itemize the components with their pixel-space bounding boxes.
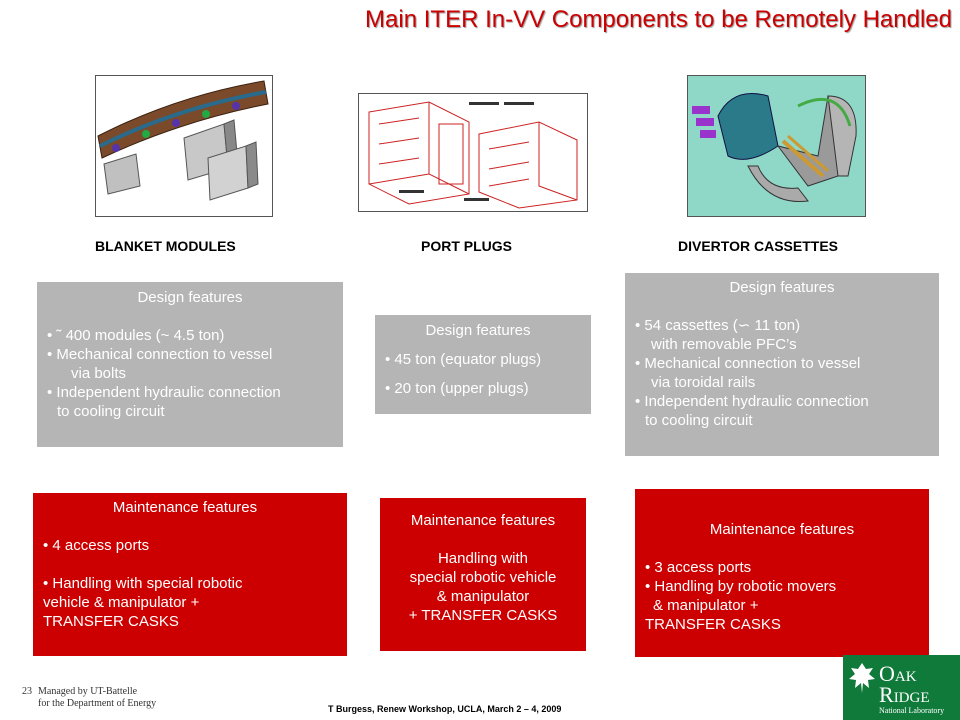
logo-line-ridge: RIDGE (879, 682, 930, 708)
caption-blanket-modules: BLANKET MODULES (95, 238, 236, 254)
footer-citation: T Burgess, Renew Workshop, UCLA, March 2… (328, 704, 562, 714)
maintenance-line: vehicle & manipulator + (43, 594, 200, 611)
maintenance-features-port-plugs: Maintenance features Handling with speci… (380, 498, 586, 651)
page-title: Main ITER In-VV Components to be Remotel… (365, 6, 952, 33)
design-line: • 54 cassettes (∽ 11 ton) (635, 317, 801, 334)
maintenance-line: + TRANSFER CASKS (408, 607, 558, 624)
design-line: • Mechanical connection to vessel (635, 355, 861, 372)
design-line: via toroidal rails (651, 374, 756, 391)
maintenance-line: TRANSFER CASKS (43, 613, 179, 630)
logo-ridge-rest: IDGE (893, 690, 930, 706)
design-line: via bolts (71, 365, 127, 382)
maintenance-line: TRANSFER CASKS (645, 616, 781, 633)
design-line: to cooling circuit (57, 403, 165, 420)
managed-by-text: Managed by UT-Battelle (38, 686, 138, 697)
design-features-heading: Design features (425, 322, 531, 339)
logo-line-oak: OAK (879, 661, 917, 687)
maintenance-features-heading: Maintenance features (410, 512, 556, 529)
maintenance-line: • 4 access ports (43, 537, 150, 554)
maintenance-line: • 3 access ports (645, 559, 752, 576)
caption-divertor-cassettes: DIVERTOR CASSETTES (678, 238, 838, 254)
logo-national-laboratory: National Laboratory (879, 706, 945, 715)
maintenance-line: • Handling by robotic movers (645, 578, 837, 595)
design-line: with removable PFC’s (651, 336, 797, 353)
logo-ridge-initial: R (879, 682, 894, 707)
design-features-blanket: Design features • ˜ 400 modules (~ 4.5 t… (37, 282, 343, 447)
port-plugs-image (358, 93, 588, 212)
design-line: • 45 ton (equator plugs) (385, 351, 542, 368)
logo-oak-initial: O (879, 661, 895, 686)
caption-port-plugs: PORT PLUGS (421, 238, 513, 254)
design-line: • 20 ton (upper plugs) (385, 380, 529, 397)
design-features-heading: Design features (729, 279, 835, 296)
oak-ridge-logo: OAK RIDGE National Laboratory (843, 655, 960, 720)
slide-number: 23 (22, 686, 32, 697)
footer-managed-by: Managed by UT-Battelle for the Departmen… (38, 686, 156, 710)
maintenance-line: & manipulator + (653, 597, 759, 614)
divertor-cassettes-image (687, 75, 866, 217)
maintenance-features-heading: Maintenance features (709, 521, 855, 538)
design-line: • ˜ 400 modules (~ 4.5 ton) (47, 327, 225, 344)
design-line: • Independent hydraulic connection (635, 393, 869, 410)
oak-leaf-icon (849, 663, 875, 693)
department-text: for the Department of Energy (38, 698, 157, 709)
design-features-heading: Design features (137, 289, 243, 306)
maintenance-features-blanket: Maintenance features • 4 access ports • … (33, 493, 347, 656)
design-line: • Independent hydraulic connection (47, 384, 281, 401)
maintenance-line: special robotic vehicle (409, 569, 557, 586)
design-line: to cooling circuit (645, 412, 753, 429)
maintenance-line: Handling with (437, 550, 529, 567)
maintenance-line: • Handling with special robotic (43, 575, 243, 592)
design-features-port-plugs: Design features • 45 ton (equator plugs)… (375, 315, 591, 414)
logo-oak-rest: AK (894, 669, 917, 685)
design-features-divertor: Design features • 54 cassettes (∽ 11 ton… (625, 273, 939, 456)
maintenance-features-divertor: Maintenance features • 3 access ports • … (635, 489, 929, 657)
maintenance-features-heading: Maintenance features (112, 499, 258, 516)
design-line: • Mechanical connection to vessel (47, 346, 273, 363)
maintenance-line: & manipulator (436, 588, 530, 605)
blanket-modules-image (95, 75, 273, 217)
